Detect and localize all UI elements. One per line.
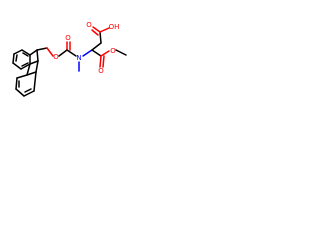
bond-f4: [13, 49, 23, 55]
bond-ca-cb: [91, 42, 102, 51]
bond-f16: [15, 77, 18, 90]
bond-cb-cg: [99, 31, 102, 44]
linker-bonds: [36, 41, 93, 72]
bond-cg-o2: [91, 29, 99, 36]
bond-c-o2: [102, 55, 105, 68]
carbonyl-oxygen-label: O: [65, 34, 71, 42]
bond-f8: [22, 52, 29, 57]
bond-f2: [12, 62, 22, 70]
bond-f5: [21, 49, 31, 56]
ester-carbonyl-oxygen-label: O: [98, 67, 104, 75]
bond-f17: [15, 88, 25, 97]
bond-c-n: [66, 49, 77, 57]
bond-n-ca: [82, 49, 93, 57]
molecule-structure: O O N OH O O O: [12, 21, 127, 97]
bond-f10: [29, 49, 38, 56]
bond-f7: [15, 54, 18, 62]
bond-f1: [20, 63, 31, 70]
bond-c-o1: [99, 55, 102, 68]
nitrogen-label: N: [76, 54, 81, 62]
bond-f22: [24, 88, 32, 93]
structure-canvas: O O N OH O O O: [0, 0, 152, 152]
bond-ca-c: [91, 49, 102, 57]
bond-f18: [23, 90, 35, 97]
bond-f12: [29, 60, 39, 65]
acid-carbonyl-oxygen-label: O: [86, 21, 92, 29]
bond-f14: [26, 63, 31, 76]
bond-f15: [16, 74, 28, 79]
bond-ch2: [36, 47, 48, 51]
bond-cg-oh: [99, 27, 110, 33]
bond-c-oester: [100, 50, 110, 57]
fluorenyl-group: [12, 49, 39, 97]
bond-ch2-o: [46, 47, 54, 57]
ester-methoxy-oxygen-label: O: [110, 47, 116, 55]
bond-f19: [33, 71, 37, 92]
acid-hydroxyl-label: OH: [109, 23, 120, 31]
bond-f20: [26, 71, 37, 76]
bond-cg-o1: [92, 26, 101, 33]
bond-f3: [12, 53, 15, 64]
bond-f11: [36, 49, 39, 62]
bond-o-methyl: [115, 49, 127, 56]
bond-f13: [35, 60, 39, 73]
bond-f9: [21, 62, 29, 67]
ester-oxygen-label: O: [53, 53, 59, 61]
side-chain: [91, 26, 110, 51]
bond-o-c: [58, 49, 68, 57]
ester-group: [91, 49, 127, 68]
